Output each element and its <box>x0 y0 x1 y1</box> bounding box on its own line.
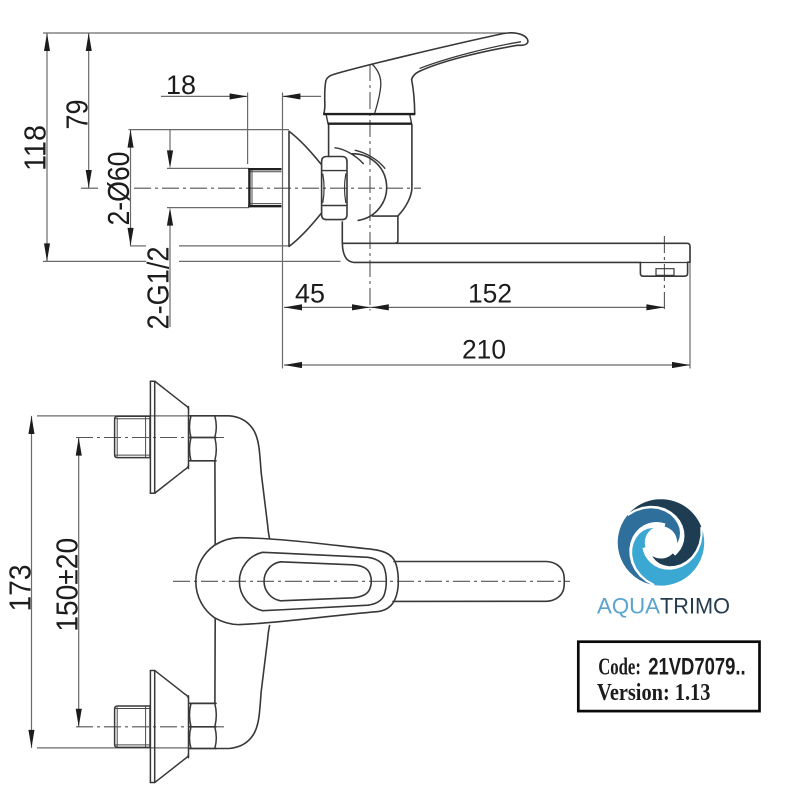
svg-text:2-G1/2: 2-G1/2 <box>141 247 176 330</box>
svg-text:Version: 1.13: Version: 1.13 <box>597 680 710 706</box>
svg-text:AQUA: AQUA <box>597 593 660 618</box>
svg-text:150±20: 150±20 <box>50 538 85 632</box>
svg-text:118: 118 <box>17 125 52 171</box>
svg-text:TRIMO: TRIMO <box>660 593 730 618</box>
svg-text:79: 79 <box>60 100 95 130</box>
svg-text:21VD7079..: 21VD7079.. <box>648 654 746 681</box>
svg-text:45: 45 <box>295 279 325 309</box>
svg-text:18: 18 <box>166 70 196 100</box>
svg-text:210: 210 <box>462 335 506 365</box>
svg-text:173: 173 <box>3 565 38 612</box>
svg-text:152: 152 <box>468 279 512 309</box>
svg-text:2-Ø60: 2-Ø60 <box>101 152 136 226</box>
svg-text:Code:: Code: <box>598 655 641 681</box>
